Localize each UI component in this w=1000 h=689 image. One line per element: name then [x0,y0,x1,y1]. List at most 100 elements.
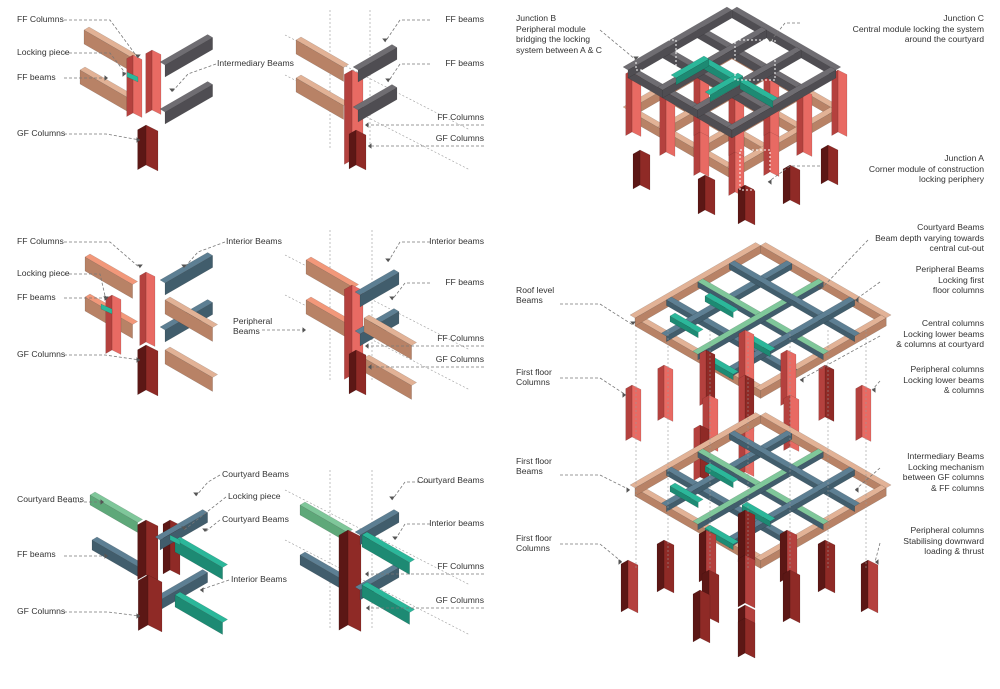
jx-teal-3-top [739,78,779,102]
p4-interior-beam-upper-face [359,272,400,308]
p4-lead-int [387,241,430,263]
p5-lead-cbt [195,474,221,497]
p5-arrow-ffb [104,553,108,559]
p3-ff-columns-label: FF Columns [17,236,64,246]
p1-ff-column-b-side [145,49,153,114]
jx-gf-column-3-side [782,164,791,205]
gf-column-9-side [782,569,791,623]
p5-arrow-cb [100,499,104,505]
jx-gf-column-4-side [820,144,829,185]
jx-upper-b3-top [726,66,837,131]
p3-lead-int [183,241,226,269]
p5-locking-piece-label: Locking piece [228,491,281,501]
jx-teal-4-top [670,55,710,79]
roof-arrow [630,321,636,325]
p1-lead-lock [64,52,127,75]
p5-arrow-lock [181,526,187,530]
gf-column-8-side [737,554,746,608]
p2-guide-2 [284,74,471,171]
roof-teal-1-top [704,292,739,313]
pc-arrow [872,387,876,393]
p5-ff-column-a-side [137,519,147,581]
gf-column-1-front [663,539,675,594]
jx-column-6-front [837,69,848,137]
junction-b-outline [635,39,677,71]
intermediary-beams-desc: Locking mechanism between GF columns & F… [902,462,984,493]
p1-ff-column-a-front [132,54,143,118]
p1-arrow-ffbeam [104,75,108,81]
p1-lead-gf [64,133,141,141]
p6-ff-columns-label: FF Columns [437,561,484,571]
p6-column-front [347,529,362,632]
roof-outer-2-top [629,242,761,319]
ffc1-arrow [622,392,626,398]
p3-arrow-int [181,264,187,268]
p4-ff-columns-label: FF Columns [437,333,484,343]
gf-column-1-side [656,539,665,593]
p5-gf-column-side [137,574,149,631]
p3-lead-gf [64,354,141,361]
p2-gf-columns-label: GF Columns [435,133,484,143]
gf-column-bottom-side [737,617,746,658]
p2-ff-beams-top-label: FF beams [445,14,484,24]
first-teal-2-top [741,501,776,522]
first-floor-columns-label-1: First floor Columns [516,367,552,388]
p4-arrow-per [302,327,306,333]
p5-lead-lock [183,496,227,531]
p6-lead-cb [391,481,430,501]
p3-ff-beam-right-lower-top [164,346,219,378]
jb-lead [599,29,637,61]
p5-locking-piece [169,534,181,546]
ff-column-1-side [657,364,665,421]
pb-lead [854,281,881,301]
jx-gf-column-1-side [697,174,706,215]
p6-teal-beam-lower-top [361,581,416,613]
p6-interior-beam-upper-top [354,509,400,536]
p5-courtyard-beam-left-top [89,491,144,523]
p5-gf-columns-label: GF Columns [17,606,66,616]
p4-interior-beam-upper-top [354,269,400,296]
p4-interior-beams-label: Interior beams [429,236,484,246]
p1-arrow-inter [169,88,175,92]
jx-gf-column-2-side [737,184,746,225]
first-floor-columns-label-2: First floor Columns [516,533,552,554]
gf-column-11-side [692,589,701,643]
gf-column-11-front [699,589,711,644]
pc2-arrow [875,559,879,565]
ff-column-5-side [818,364,826,421]
p5-arrow-gf [136,613,140,619]
p1-arrow-gf [136,137,140,143]
p2-ff-beam-upper-top [295,36,350,68]
p1-ff-beams-label: FF beams [17,72,56,82]
gf-column-3-side [737,509,746,563]
ff-column-0-side [625,384,633,441]
p1-lead-ffcol [64,19,139,59]
p5-ff-column-a-front [145,519,159,582]
gf-column-5-side [817,539,826,593]
p5-gf-column-front [147,574,163,633]
p3-ff-column-b-front [145,271,156,347]
p3-lead-lock [64,273,107,301]
p2-arrow-ffb1 [382,38,388,42]
p1-grey-beam-lower-top [159,81,214,113]
ffc2-lead [560,543,623,563]
p6-guide-1 [284,489,471,586]
p6-arrow-ffc [365,571,369,577]
gf-column-3-front [744,509,756,564]
peripheral-beams-title: Peripheral Beams [915,264,984,274]
ffc2-arrow [618,559,622,565]
junction-c-desc: Central module locking the system around… [852,24,984,45]
jx-gf-column-3-front [789,164,801,206]
first-teal-1-top [704,462,739,483]
p2-ff-beam-lower-face [295,77,344,120]
p2-gf-column-side [348,129,357,170]
p2-grey-beam-upper-face [357,47,398,83]
p4-arrow-int [385,258,391,262]
p3-peripheral-beam-upper-top [84,253,139,285]
p3-gf-column-front [145,344,159,397]
p1-grey-beam-lower-face [164,84,213,125]
p3-arrow-gf [136,357,140,363]
p2-arrow-ffc [365,122,369,128]
pc-lead [871,380,881,391]
